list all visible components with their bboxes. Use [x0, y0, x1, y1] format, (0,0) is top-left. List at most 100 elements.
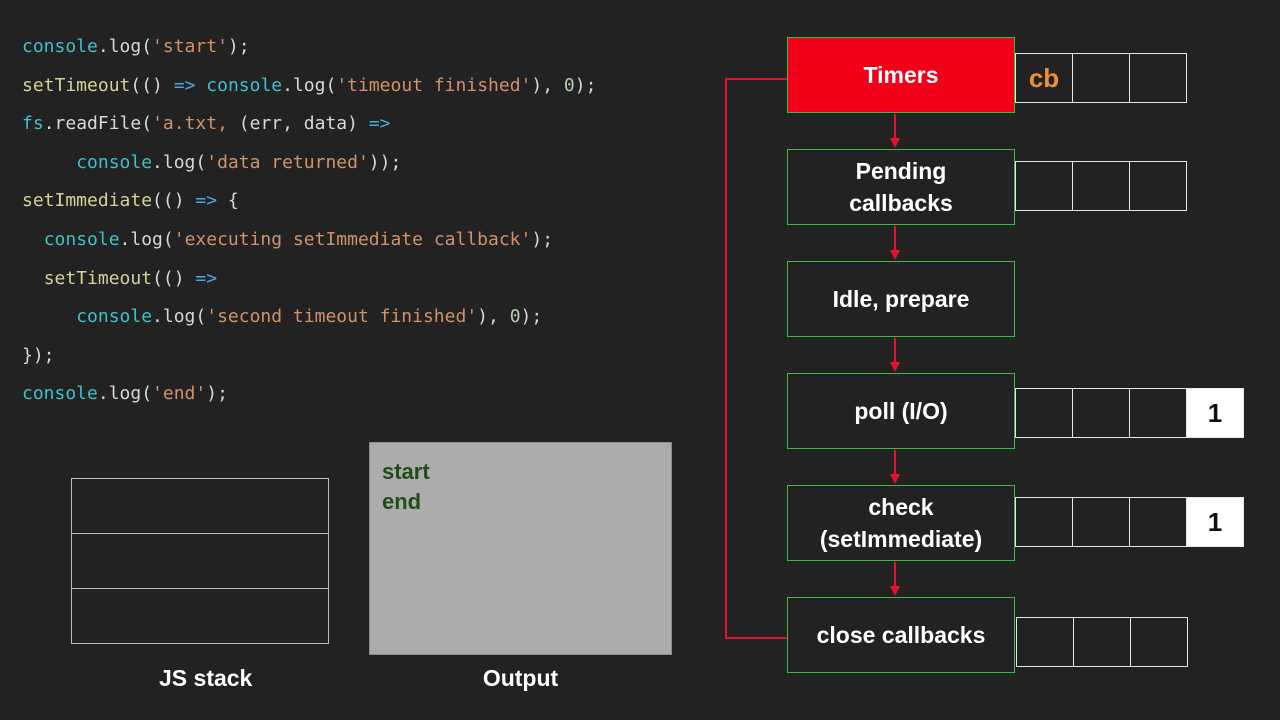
code-token: console: [22, 383, 98, 405]
phase-label: poll (I/O): [854, 398, 948, 424]
code-token: .log(: [152, 151, 207, 173]
queue-cell: 1: [1186, 388, 1244, 438]
code-token: console: [43, 228, 120, 250]
js-stack-slot: [72, 534, 328, 589]
callback-queue: [1016, 617, 1188, 667]
queue-cell: [1072, 497, 1130, 547]
code-line: });: [22, 337, 596, 376]
queue-cell: [1015, 388, 1073, 438]
code-token: .log(: [97, 36, 153, 57]
phase-idle-prepare: Idle, prepare: [787, 261, 1015, 337]
phase-label: close callbacks: [816, 622, 986, 648]
code-token: );: [531, 228, 554, 250]
code-token: 'start': [152, 36, 228, 57]
callback-queue: [1015, 161, 1187, 211]
queue-cell: [1072, 53, 1130, 103]
code-token: 'end': [152, 383, 207, 405]
code-token: =>: [368, 113, 391, 135]
code-token: ));: [368, 151, 402, 173]
code-token: .log(: [152, 306, 207, 328]
code-token: .readFile(: [43, 113, 153, 135]
output-panel: start end: [369, 442, 672, 655]
queue-cell: [1129, 388, 1187, 438]
code-token: console: [76, 306, 153, 328]
code-line: console.log('second timeout finished'), …: [22, 298, 596, 337]
phase-label: Idle, prepare: [832, 286, 970, 312]
queue-cell: [1129, 497, 1187, 547]
code-token: {: [217, 190, 239, 212]
code-line: fs.readFile('a.txt, (err, data) =>: [22, 105, 596, 144]
js-stack-label: JS stack: [159, 665, 253, 691]
code-token: console: [76, 151, 153, 173]
output-label: Output: [482, 665, 559, 691]
queue-cell: [1072, 388, 1130, 438]
phase-check-setimmediate: check (setImmediate): [787, 485, 1015, 561]
code-token: =>: [195, 190, 218, 212]
phase-timers: Timers: [787, 37, 1015, 113]
code-token: .log(: [282, 74, 337, 96]
code-token: fs: [22, 113, 44, 135]
code-token: 'second timeout finished': [206, 306, 478, 328]
callback-queue: cb: [1015, 53, 1187, 103]
phase-label: Timers: [863, 62, 939, 88]
code-line: setImmediate(() => {: [22, 182, 596, 221]
code-line: console.log('start');: [22, 28, 596, 67]
code-token: =>: [173, 74, 196, 96]
queue-cell: [1129, 161, 1187, 211]
queue-cell: [1015, 161, 1073, 211]
output-line-start: start: [382, 459, 430, 484]
phase-label: Pending: [855, 158, 947, 184]
phase-label: callbacks: [849, 190, 953, 216]
queue-cell: cb: [1015, 53, 1073, 103]
phase-poll-i-o: poll (I/O): [787, 373, 1015, 449]
queue-cell: [1129, 53, 1187, 103]
queue-cell: 1: [1186, 497, 1244, 547]
code-line: console.log('end');: [22, 375, 596, 414]
code-token: .log(: [97, 383, 153, 405]
code-token: 'timeout finished': [336, 74, 532, 96]
queue-cell: [1016, 617, 1074, 667]
code-token: setTimeout: [22, 74, 131, 96]
code-line: console.log('data returned'));: [22, 144, 596, 183]
phase-pending-callbacks: Pending callbacks: [787, 149, 1015, 225]
code-token: ),: [477, 306, 510, 328]
callback-queue: 1: [1015, 497, 1244, 547]
output-line-end: end: [382, 489, 422, 514]
code-line: console.log('executing setImmediate call…: [22, 221, 596, 260]
code-token: =>: [195, 267, 218, 289]
code-token: 0: [509, 306, 521, 328]
phase-label: check: [868, 494, 934, 520]
phase-label: (setImmediate): [819, 526, 983, 552]
code-snippet: console.log('start');setTimeout(() => co…: [22, 28, 596, 414]
code-token: );: [520, 306, 543, 328]
callback-queue: 1: [1015, 388, 1244, 438]
code-token: 'data returned': [206, 151, 369, 173]
code-token: ),: [531, 74, 564, 96]
queue-cell: [1015, 497, 1073, 547]
code-token: setImmediate: [22, 190, 153, 212]
code-token: setTimeout: [43, 267, 153, 289]
code-token: 0: [563, 74, 575, 96]
code-token: (err, data): [238, 113, 369, 135]
code-token: ((): [130, 74, 174, 96]
code-token: console: [22, 36, 98, 57]
code-token: ((): [152, 190, 196, 212]
code-token: console: [206, 74, 283, 96]
code-token: ((): [152, 267, 196, 289]
queue-cell: [1073, 617, 1131, 667]
code-token: );: [574, 74, 597, 96]
code-line: setTimeout(() => console.log('timeout fi…: [22, 67, 596, 106]
code-line: setTimeout(() =>: [22, 260, 596, 299]
js-stack-slot: [72, 479, 328, 534]
loop-back-arrow: [725, 78, 787, 639]
code-token: );: [206, 383, 228, 405]
js-stack-box: [71, 478, 329, 644]
code-token: 'a.txt,: [152, 113, 239, 135]
code-token: );: [227, 36, 250, 57]
code-token: .log(: [119, 228, 174, 250]
queue-cell: [1130, 617, 1188, 667]
phase-close-callbacks: close callbacks: [787, 597, 1015, 673]
code-token: 'executing setImmediate callback': [173, 228, 532, 250]
code-token: });: [22, 344, 55, 366]
